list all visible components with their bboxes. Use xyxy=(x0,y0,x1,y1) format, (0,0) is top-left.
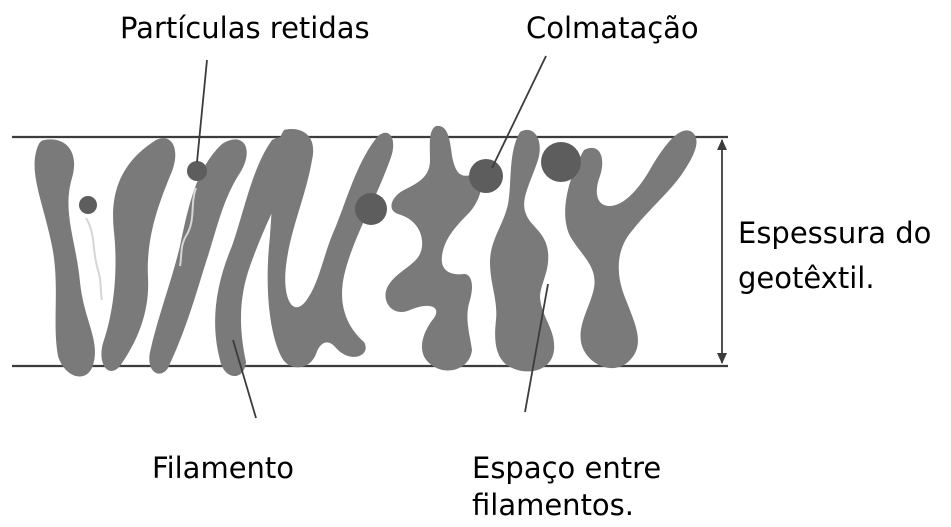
filament-leader xyxy=(232,339,257,419)
filament xyxy=(267,129,394,368)
leader-lines xyxy=(196,55,549,419)
filaments xyxy=(34,125,697,377)
fiber-strands xyxy=(85,187,197,301)
clogging-particle xyxy=(469,159,503,193)
clogging-particle xyxy=(541,142,581,182)
label-space-line2: filamentos. xyxy=(472,488,635,522)
particles xyxy=(79,142,581,225)
label-retained-particles: Partículas retidas xyxy=(120,11,370,45)
filament xyxy=(34,139,95,377)
label-space-line1: Espaço entre xyxy=(472,451,662,485)
filament xyxy=(565,130,697,369)
label-clogging: Colmatação xyxy=(526,11,699,45)
filament xyxy=(385,125,482,371)
retained-particle xyxy=(79,196,97,214)
clogging-particle xyxy=(355,193,387,225)
filament xyxy=(490,129,555,372)
retained-particle xyxy=(187,161,207,181)
clogging-leader xyxy=(491,55,547,169)
filament xyxy=(101,138,176,371)
filament xyxy=(149,139,247,374)
thickness-dimension-arrow xyxy=(717,139,727,364)
label-thickness-line1: Espessura do xyxy=(738,216,932,250)
retained-particles-leader xyxy=(196,59,208,163)
label-thickness-line2: geotêxtil. xyxy=(738,261,875,295)
space-leader xyxy=(524,283,549,413)
label-filament: Filamento xyxy=(152,451,295,485)
